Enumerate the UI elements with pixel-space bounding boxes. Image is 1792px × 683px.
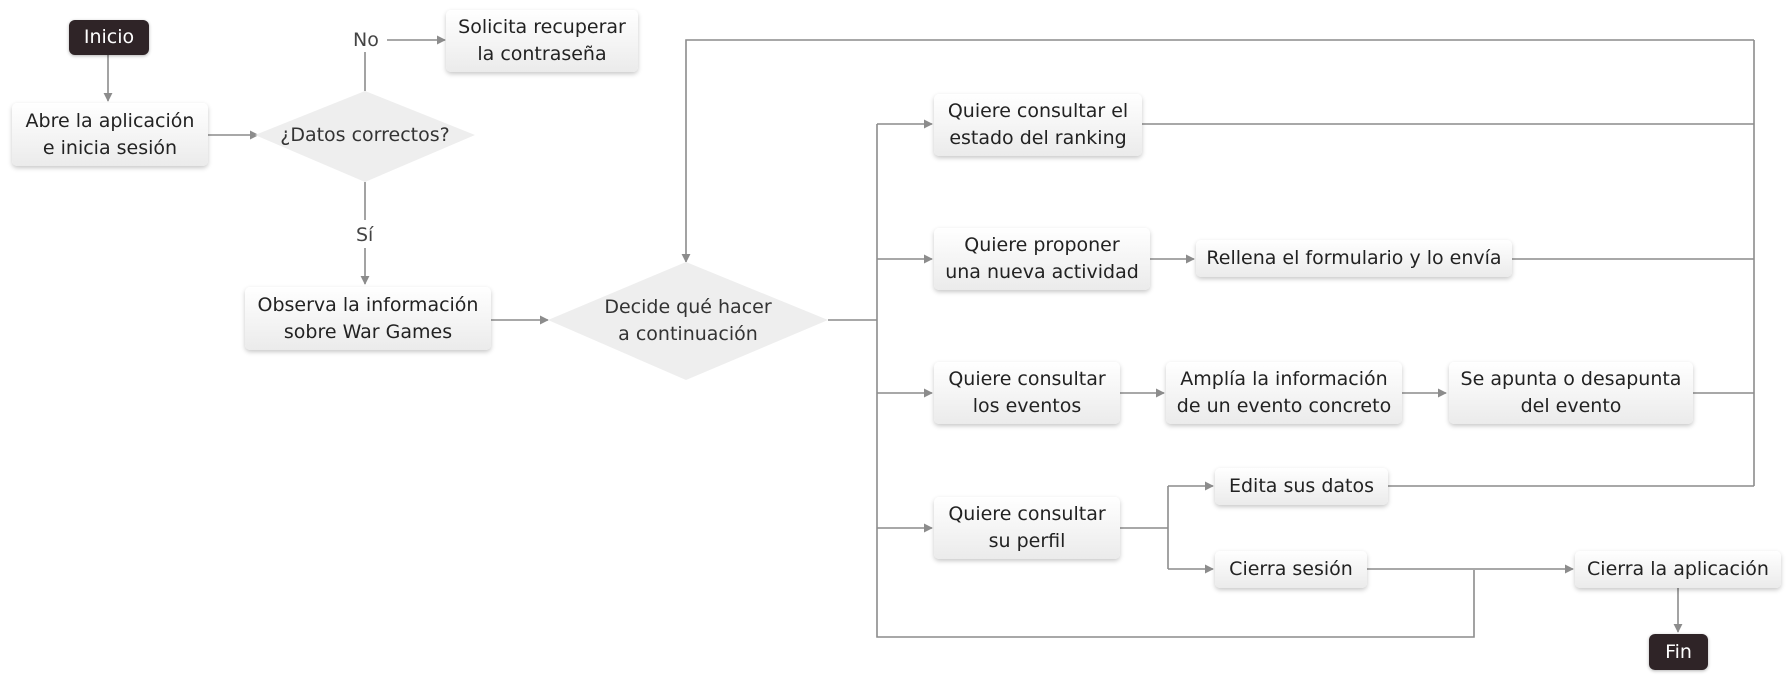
decision-bus <box>876 124 1475 638</box>
node-cierra-sesion: Cierra sesión <box>1215 551 1367 588</box>
node-rellena-formulario: Rellena el formulario y lo envía <box>1196 240 1512 277</box>
node-consultar-eventos: Quiere consultar los eventos <box>934 362 1120 424</box>
node-abre-aplicacion: Abre la aplicación e inicia sesión <box>12 103 208 166</box>
edge-label-si: Sí <box>353 224 377 246</box>
return-top <box>681 39 1754 263</box>
node-consultar-ranking: Quiere consultar el estado del ranking <box>934 94 1142 156</box>
node-edita-datos: Edita sus datos <box>1215 468 1388 505</box>
node-consultar-perfil: Quiere consultar su perfil <box>934 497 1120 559</box>
node-apunta-evento: Se apunta o desapunta del evento <box>1449 362 1693 424</box>
node-observa-informacion: Observa la información sobre War Games <box>245 287 491 350</box>
decision-datos-shape <box>255 91 475 182</box>
node-amplia-informacion: Amplía la información de un evento concr… <box>1166 362 1402 424</box>
node-solicita-contrasena: Solicita recuperar la contraseña <box>446 10 638 72</box>
decision-decide-shape <box>548 262 828 380</box>
start-terminal: Inicio <box>69 20 149 55</box>
edge-label-no: No <box>350 29 382 51</box>
node-cierra-aplicacion: Cierra la aplicación <box>1575 551 1781 588</box>
node-proponer-actividad: Quiere proponer una nueva actividad <box>934 228 1150 290</box>
end-terminal: Fin <box>1649 634 1708 670</box>
